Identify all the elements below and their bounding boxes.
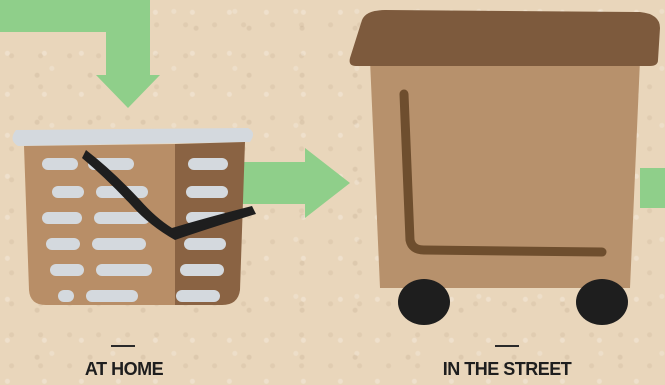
right-arrow-icon — [640, 168, 665, 208]
down-arrow-icon — [0, 0, 160, 108]
in-the-street-label: IN THE STREET — [443, 359, 572, 380]
wheelie-bin-icon — [350, 10, 660, 325]
at-home-label: AT HOME — [85, 359, 163, 380]
label-divider — [111, 345, 135, 347]
label-divider — [495, 345, 519, 347]
laundry-basket-icon — [12, 128, 256, 305]
